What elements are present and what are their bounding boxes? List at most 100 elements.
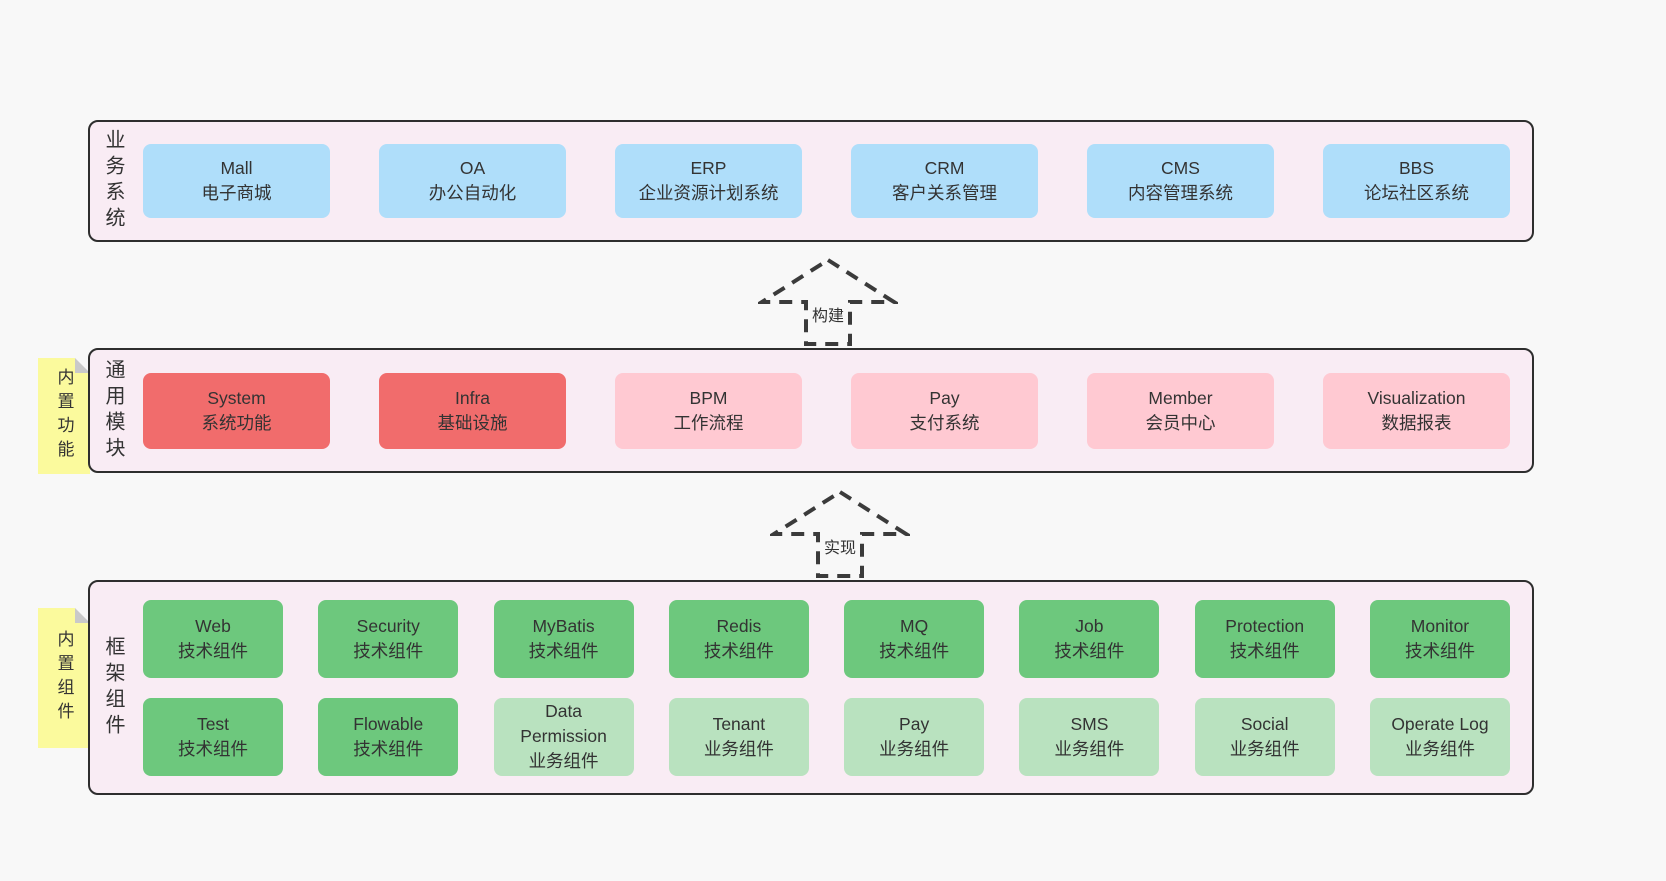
layer-business-systems: 业务系统 Mall 电子商城 OA 办公自动化 ERP 企业资源计划系统 CRM… bbox=[88, 120, 1534, 242]
box-title: Social bbox=[1240, 713, 1289, 734]
box-bpm: BPM 工作流程 bbox=[615, 372, 802, 449]
box-title: CRM bbox=[924, 158, 965, 179]
box-visualization: Visualization 数据报表 bbox=[1323, 372, 1510, 449]
box-title: Tenant bbox=[712, 713, 766, 734]
build-arrow: 构建 bbox=[758, 256, 898, 348]
sticky-note-builtin-components: 内置组件 bbox=[38, 608, 90, 748]
box-mq: MQ 技术组件 bbox=[844, 599, 985, 678]
box-social: Social 业务组件 bbox=[1194, 697, 1335, 776]
box-operate-log: Operate Log 业务组件 bbox=[1369, 697, 1510, 776]
box-member: Member 会员中心 bbox=[1087, 372, 1274, 449]
box-subtitle: 业务组件 bbox=[528, 750, 599, 771]
implement-arrow: 实现 bbox=[770, 488, 910, 580]
box-subtitle: 技术组件 bbox=[353, 640, 424, 661]
layer-framework-components: 框架组件 Web 技术组件 Security 技术组件 MyBatis 技术组件… bbox=[88, 580, 1534, 795]
box-erp: ERP 企业资源计划系统 bbox=[615, 144, 802, 218]
box-mall: Mall 电子商城 bbox=[143, 144, 330, 218]
box-security: Security 技术组件 bbox=[318, 599, 459, 678]
box-crm: CRM 客户关系管理 bbox=[851, 144, 1038, 218]
box-subtitle: 技术组件 bbox=[703, 640, 774, 661]
box-tenant: Tenant 业务组件 bbox=[668, 697, 809, 776]
box-title: Web bbox=[195, 615, 231, 636]
box-subtitle: 内容管理系统 bbox=[1128, 183, 1233, 203]
dashed-up-arrow-icon bbox=[770, 489, 910, 578]
box-infra: Infra 基础设施 bbox=[379, 372, 566, 449]
box-bbs: BBS 论坛社区系统 bbox=[1323, 144, 1510, 218]
box-subtitle: 基础设施 bbox=[437, 412, 508, 433]
layer-label-framework: 框架组件 bbox=[102, 635, 124, 740]
box-job: Job 技术组件 bbox=[1019, 599, 1160, 678]
box-subtitle: 技术组件 bbox=[353, 738, 424, 759]
box-title: Visualization bbox=[1367, 387, 1466, 408]
box-pay-biz: Pay 业务组件 bbox=[844, 697, 985, 776]
box-subtitle: 电子商城 bbox=[201, 183, 272, 203]
sticky-note-builtin-features: 内置功能 bbox=[38, 358, 90, 474]
box-subtitle: 技术组件 bbox=[178, 640, 248, 661]
box-subtitle: 系统功能 bbox=[201, 412, 272, 433]
business-boxes-row: Mall 电子商城 OA 办公自动化 ERP 企业资源计划系统 CRM 客户关系… bbox=[123, 144, 1532, 218]
box-subtitle: 技术组件 bbox=[879, 640, 950, 661]
box-title: MyBatis bbox=[532, 615, 595, 636]
box-title: ERP bbox=[690, 158, 727, 179]
box-pay: Pay 支付系统 bbox=[851, 372, 1038, 449]
box-title: OA bbox=[459, 158, 486, 179]
box-flowable: Flowable 技术组件 bbox=[318, 697, 459, 776]
box-subtitle: 业务组件 bbox=[1054, 738, 1125, 759]
box-subtitle: 企业资源计划系统 bbox=[638, 183, 779, 203]
box-title: BPM bbox=[689, 387, 728, 408]
box-title: SMS bbox=[1070, 713, 1109, 734]
box-subtitle: 客户关系管理 bbox=[892, 183, 997, 203]
box-subtitle: 技术组件 bbox=[1054, 640, 1125, 661]
box-title: Test bbox=[196, 713, 230, 734]
box-subtitle: 技术组件 bbox=[178, 738, 248, 759]
implement-arrow-label: 实现 bbox=[820, 534, 860, 558]
box-title: Monitor bbox=[1410, 615, 1470, 636]
box-subtitle: 业务组件 bbox=[1404, 738, 1475, 759]
box-redis: Redis 技术组件 bbox=[668, 599, 809, 678]
box-system: System 系统功能 bbox=[143, 372, 330, 449]
box-subtitle: 技术组件 bbox=[1404, 640, 1475, 661]
box-title: Infra bbox=[454, 387, 491, 408]
box-mybatis: MyBatis 技术组件 bbox=[493, 599, 634, 678]
box-title: System bbox=[207, 387, 266, 408]
box-data-permission: Data Permission 业务组件 bbox=[493, 697, 634, 776]
layer-label-business: 业务系统 bbox=[102, 129, 124, 233]
box-title: Redis bbox=[716, 615, 762, 636]
box-title: Mall bbox=[220, 158, 253, 179]
box-subtitle: 支付系统 bbox=[909, 412, 980, 433]
box-title: Pay bbox=[929, 387, 960, 408]
box-oa: OA 办公自动化 bbox=[379, 144, 566, 218]
box-protection: Protection 技术组件 bbox=[1194, 599, 1335, 678]
box-title: Protection bbox=[1225, 615, 1305, 636]
sticky-note-label: 内置功能 bbox=[54, 368, 74, 464]
box-subtitle: 业务组件 bbox=[1229, 738, 1300, 759]
box-subtitle: 数据报表 bbox=[1381, 412, 1452, 433]
box-subtitle: 技术组件 bbox=[528, 640, 599, 661]
framework-boxes-grid: Web 技术组件 Security 技术组件 MyBatis 技术组件 Redi… bbox=[123, 599, 1532, 776]
box-title: Data Permission bbox=[520, 701, 607, 747]
box-web: Web 技术组件 bbox=[143, 599, 283, 678]
box-title: Member bbox=[1148, 387, 1213, 408]
box-subtitle: 论坛社区系统 bbox=[1364, 183, 1469, 203]
dashed-up-arrow-icon bbox=[758, 257, 898, 346]
box-title: Security bbox=[356, 615, 420, 636]
box-cms: CMS 内容管理系统 bbox=[1087, 144, 1274, 218]
box-subtitle: 技术组件 bbox=[1229, 640, 1300, 661]
module-boxes-row: System 系统功能 Infra 基础设施 BPM 工作流程 Pay 支付系统… bbox=[123, 372, 1532, 449]
box-subtitle: 工作流程 bbox=[673, 412, 744, 433]
box-title: MQ bbox=[900, 615, 929, 636]
box-title: Operate Log bbox=[1391, 713, 1489, 734]
box-sms: SMS 业务组件 bbox=[1019, 697, 1160, 776]
build-arrow-label: 构建 bbox=[808, 302, 848, 326]
box-subtitle: 业务组件 bbox=[879, 738, 950, 759]
box-subtitle: 业务组件 bbox=[703, 738, 774, 759]
box-title: Job bbox=[1075, 615, 1104, 636]
box-title: BBS bbox=[1398, 158, 1435, 179]
box-title: CMS bbox=[1161, 158, 1200, 179]
box-subtitle: 会员中心 bbox=[1145, 412, 1216, 433]
box-subtitle: 办公自动化 bbox=[428, 183, 517, 203]
box-monitor: Monitor 技术组件 bbox=[1369, 599, 1510, 678]
layer-common-modules: 通用模块 System 系统功能 Infra 基础设施 BPM 工作流程 Pay… bbox=[88, 348, 1534, 473]
sticky-note-label: 内置组件 bbox=[54, 630, 74, 726]
